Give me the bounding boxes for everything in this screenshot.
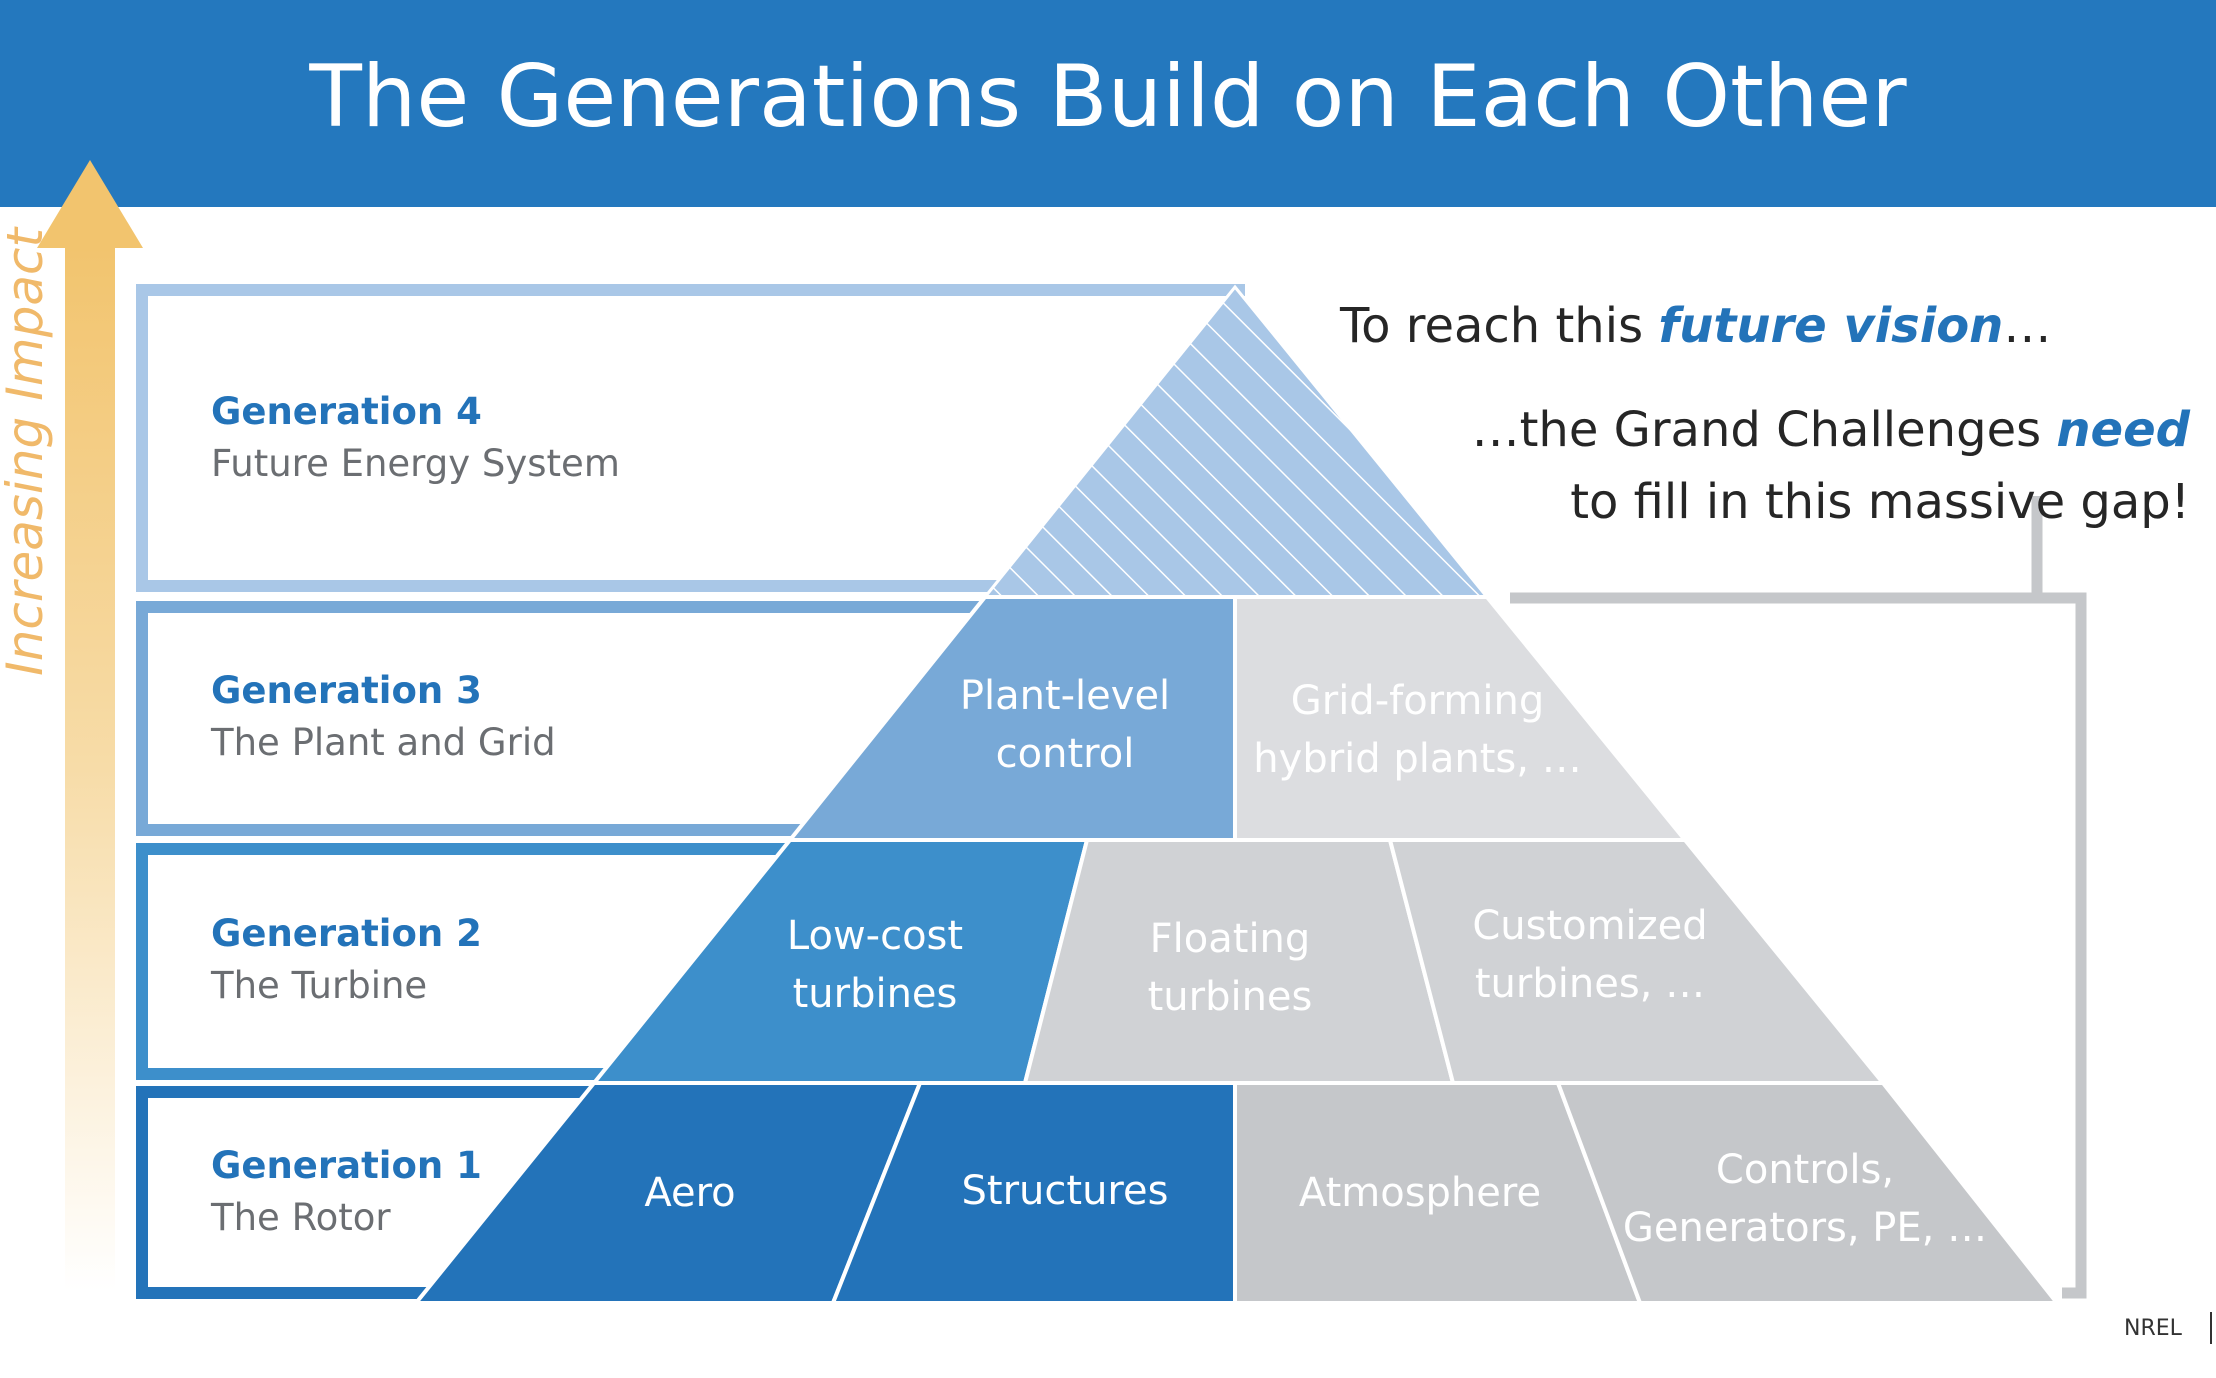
cell-structures: Structures (961, 1168, 1169, 1214)
generation-3-name: Generation 3 (211, 669, 482, 712)
cell-aero: Aero (644, 1170, 736, 1216)
generation-2-name: Generation 2 (211, 912, 482, 955)
footer-nrel: NREL (2124, 1316, 2182, 1341)
generation-3-label: Generation 3 The Plant and Grid (211, 665, 556, 769)
header-banner (0, 0, 2216, 207)
footer-divider (2210, 1312, 2212, 1344)
generation-4-subtitle: Future Energy System (211, 442, 620, 485)
page-title: The Generations Build on Each Other (309, 47, 1907, 147)
generation-4-label: Generation 4 Future Energy System (211, 386, 620, 490)
generation-3-subtitle: The Plant and Grid (211, 721, 556, 764)
generation-1-name: Generation 1 (211, 1144, 482, 1187)
gap-bracket (1510, 592, 2087, 1299)
callout-future-vision: To reach this future vision… (1340, 298, 2052, 354)
impact-arrow-shaft (65, 246, 115, 1291)
cell-controls-generators: Controls,Generators, PE, … (1622, 1147, 1988, 1251)
generation-2-label: Generation 2 The Turbine (211, 908, 482, 1012)
callout-fill-gap: to fill in this massive gap! (1570, 474, 2190, 530)
generation-2-subtitle: The Turbine (211, 964, 428, 1007)
generation-1-subtitle: The Rotor (211, 1196, 391, 1239)
generation-1-label: Generation 1 The Rotor (211, 1140, 482, 1244)
callout-grand-challenges: …the Grand Challenges need (1471, 402, 2190, 458)
generation-4-name: Generation 4 (211, 390, 482, 433)
impact-arrow-head (37, 160, 143, 248)
increasing-impact-label: Increasing Impact (0, 227, 54, 676)
cell-controls-shape (1555, 1081, 2062, 1305)
cell-atmosphere: Atmosphere (1298, 1170, 1542, 1216)
